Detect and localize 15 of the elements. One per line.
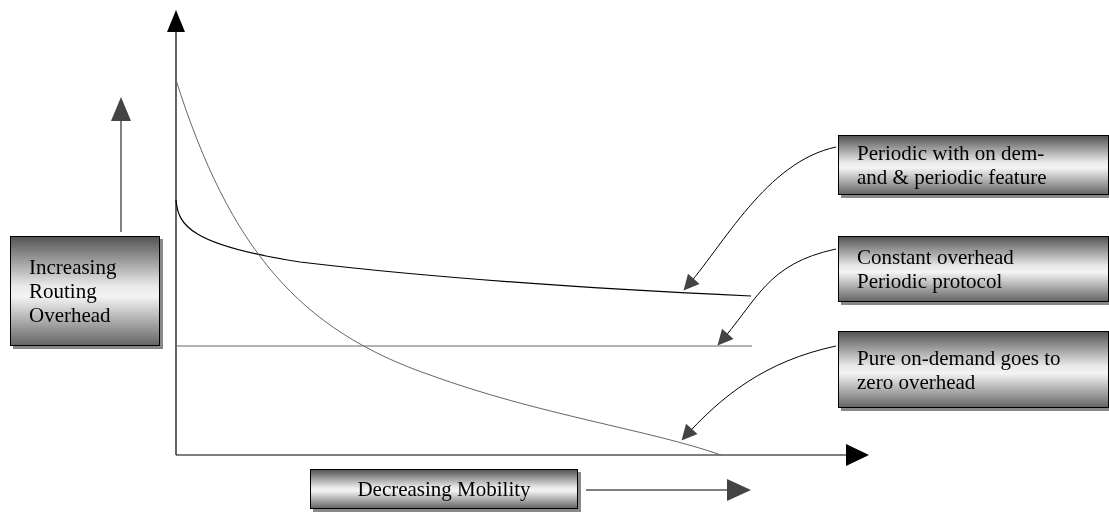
curve	[175, 79, 722, 456]
box-text: Constant overhead Periodic protocol	[857, 245, 1015, 293]
callout-box	[10, 236, 160, 346]
leader-arrow	[683, 146, 837, 291]
box-text: Periodic with on dem- and & periodic feature	[857, 141, 1048, 189]
leader-arrow	[717, 248, 837, 346]
box-text: Increasing Routing Overhead	[29, 255, 118, 327]
box-text: Pure on-demand goes to zero overhead	[857, 345, 1062, 394]
callout-box	[310, 469, 578, 509]
callout-box	[838, 135, 1109, 195]
leader-arrow	[681, 345, 837, 441]
box-text: Decreasing Mobility	[357, 477, 531, 501]
horizontal-line	[175, 345, 753, 347]
callout-box	[838, 236, 1109, 302]
callout-box	[838, 331, 1109, 408]
